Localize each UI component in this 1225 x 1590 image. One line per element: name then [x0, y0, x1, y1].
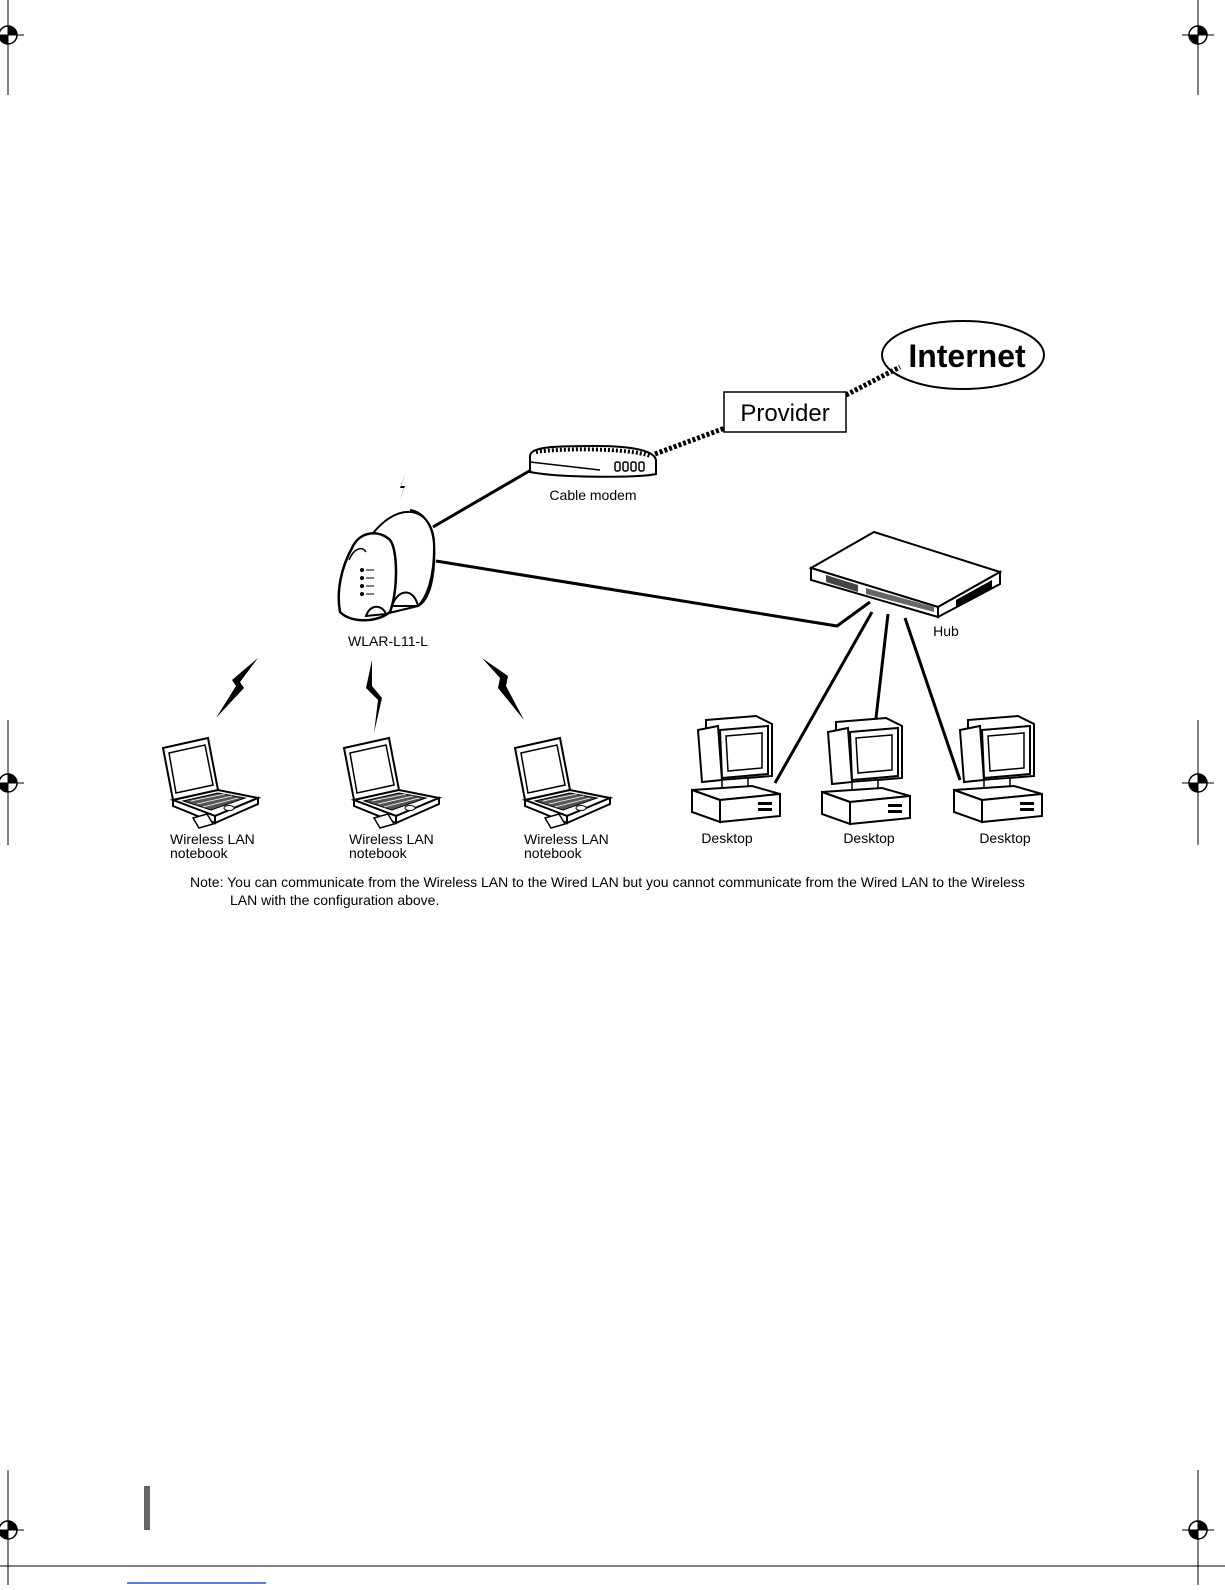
- note-line-2: LAN with the configuration above.: [190, 891, 1050, 909]
- desktop-1: Desktop: [692, 716, 780, 846]
- cable-modem-label: Cable modem: [549, 487, 636, 503]
- page-tab-marker: [144, 1486, 150, 1530]
- crop-mark-icon: [0, 767, 24, 799]
- wireless-signal-icon: [482, 658, 524, 720]
- desktop-3-label: Desktop: [979, 830, 1031, 846]
- notebook-3: Wireless LAN notebook: [515, 738, 610, 861]
- desktop-2-label: Desktop: [843, 830, 895, 846]
- internet-cloud: Internet: [882, 321, 1044, 389]
- router-label: WLAR-L11-L: [348, 633, 428, 649]
- hub-desktop-2-cable: [876, 614, 888, 718]
- wireless-signal-icon: [216, 658, 258, 718]
- notebook-1: Wireless LAN notebook: [163, 738, 258, 861]
- desktop-computer-icon: [954, 716, 1042, 822]
- router-hub-cable: [436, 561, 870, 626]
- laptop-icon: [515, 738, 610, 828]
- wireless-router: WLAR-L11-L: [339, 510, 435, 649]
- provider-label: Provider: [740, 400, 829, 427]
- wan-link-provider-internet: [846, 367, 900, 395]
- configuration-note: Note: You can communicate from the Wirel…: [190, 873, 1050, 909]
- hub-label: Hub: [933, 623, 959, 639]
- desktop-computer-icon: [692, 716, 780, 822]
- notebook-2: Wireless LAN notebook: [344, 738, 439, 861]
- wireless-signal-icon: [399, 472, 406, 502]
- notebook-3-label-line2: notebook: [524, 845, 583, 861]
- crop-mark-icon: [0, 19, 24, 51]
- note-line-1: Note: You can communicate from the Wirel…: [190, 874, 1025, 890]
- hub-desktop-3-cable: [905, 618, 960, 780]
- provider-box: Provider: [724, 392, 846, 432]
- cable-modem: Cable modem: [530, 446, 656, 503]
- wan-link-modem-provider: [655, 428, 725, 454]
- notebook-1-label-line2: notebook: [170, 845, 229, 861]
- desktop-2: Desktop: [822, 718, 910, 846]
- internet-label: Internet: [908, 338, 1026, 374]
- desktop-1-label: Desktop: [701, 830, 753, 846]
- laptop-icon: [344, 738, 439, 828]
- router-modem-cable: [433, 470, 531, 527]
- laptop-icon: [163, 738, 258, 828]
- desktop-3: Desktop: [954, 716, 1042, 846]
- desktop-computer-icon: [822, 718, 910, 824]
- notebook-2-label-line2: notebook: [349, 845, 408, 861]
- wireless-signal-icon: [366, 660, 382, 733]
- crop-mark-icon: [0, 1514, 24, 1546]
